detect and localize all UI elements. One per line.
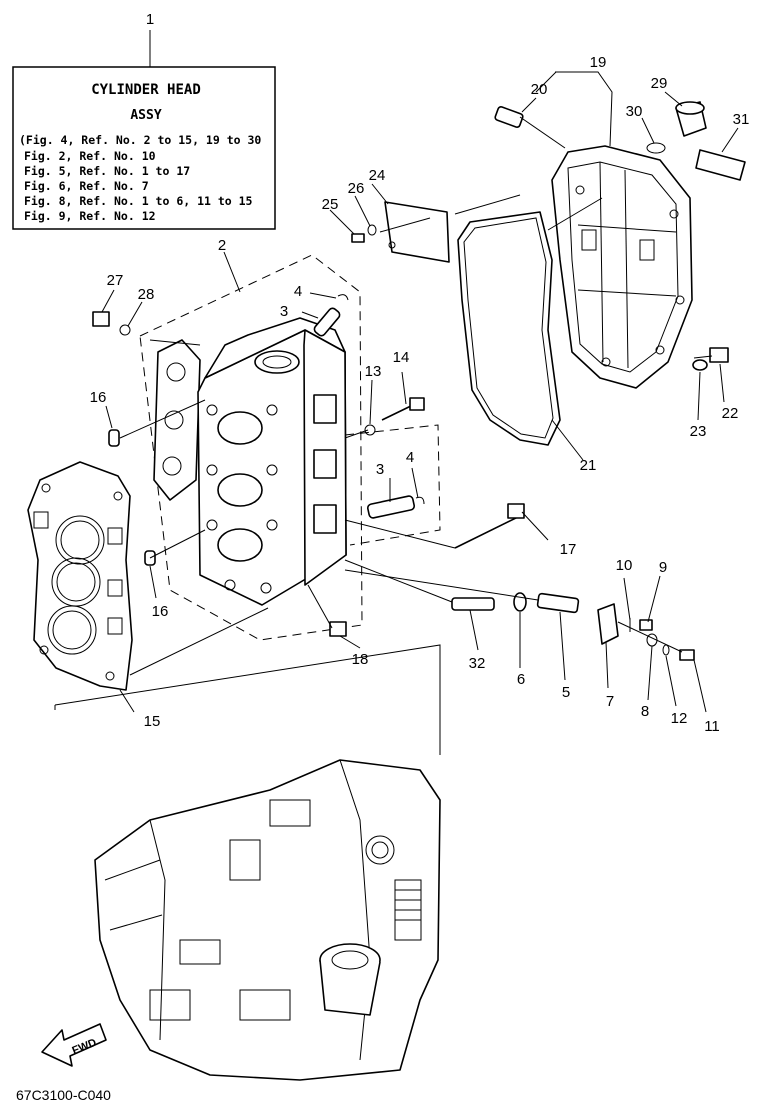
forward-direction-arrow: FWD <box>41 1023 107 1067</box>
callout-8: 8 <box>641 703 649 720</box>
box-ref-line: (Fig. 4, Ref. No. 2 to 15, 19 to 30 <box>19 133 261 147</box>
callout-32: 32 <box>469 655 486 672</box>
callout-10: 10 <box>616 557 633 574</box>
callout-20: 20 <box>531 81 548 98</box>
callout-22: 22 <box>722 405 739 422</box>
cover-plate <box>384 201 450 263</box>
callout-31: 31 <box>733 111 750 128</box>
callout-16: 16 <box>152 603 169 620</box>
callout-18: 18 <box>352 651 369 668</box>
callout-23: 23 <box>690 423 707 440</box>
box-ref-line: Fig. 6, Ref. No. 7 <box>24 179 149 193</box>
box-ref-line: Fig. 5, Ref. No. 1 to 17 <box>24 164 190 178</box>
callout-7: 7 <box>606 693 614 710</box>
callout-17: 17 <box>560 541 577 558</box>
cylinder-head-gasket <box>27 461 133 691</box>
callout-6: 6 <box>517 671 525 688</box>
callout-26: 26 <box>348 180 365 197</box>
box-ref-line: Fig. 2, Ref. No. 10 <box>24 149 156 163</box>
cylinder-head-assy-boundary <box>139 254 441 641</box>
cylinder-head <box>153 317 347 606</box>
cylinder-head-cover <box>551 145 693 389</box>
assembly-info-box: 1 CYLINDER HEAD ASSY (Fig. 4, Ref. No. 2… <box>12 11 276 230</box>
callout-5: 5 <box>562 684 570 701</box>
callout-4: 4 <box>406 449 414 466</box>
callout-3: 3 <box>280 303 288 320</box>
box-ref-line: Fig. 8, Ref. No. 1 to 6, 11 to 15 <box>24 194 253 208</box>
callout-4: 4 <box>294 283 302 300</box>
box-subtitle: ASSY <box>130 108 161 123</box>
callout-28: 28 <box>138 286 155 303</box>
callout-19: 19 <box>590 54 607 71</box>
callout-13: 13 <box>365 363 382 380</box>
cylinder-block <box>94 759 441 1081</box>
callout-9: 9 <box>659 559 667 576</box>
callout-21: 21 <box>580 457 597 474</box>
callout-14: 14 <box>393 349 410 366</box>
callout-24: 24 <box>369 167 386 184</box>
callout-30: 30 <box>626 103 643 120</box>
callout-2: 2 <box>218 237 226 254</box>
callout-15: 15 <box>144 713 161 730</box>
small-parts <box>92 101 746 661</box>
leader-lines <box>101 71 739 713</box>
callout-numbers: 2 3 4 3 4 5 6 7 8 9 10 11 12 13 14 15 16… <box>90 54 750 735</box>
box-ref-line: Fig. 9, Ref. No. 12 <box>24 209 156 223</box>
callout-3: 3 <box>376 461 384 478</box>
callout-29: 29 <box>651 75 668 92</box>
callout-1: 1 <box>146 11 154 28</box>
callout-27: 27 <box>107 272 124 289</box>
callout-12: 12 <box>671 710 688 727</box>
callout-16: 16 <box>90 389 107 406</box>
diagram-code: 67C3100-C040 <box>16 1087 111 1103</box>
callout-11: 11 <box>704 718 720 735</box>
callout-25: 25 <box>322 196 339 213</box>
cover-gasket <box>457 211 561 446</box>
box-title: CYLINDER HEAD <box>91 82 201 98</box>
